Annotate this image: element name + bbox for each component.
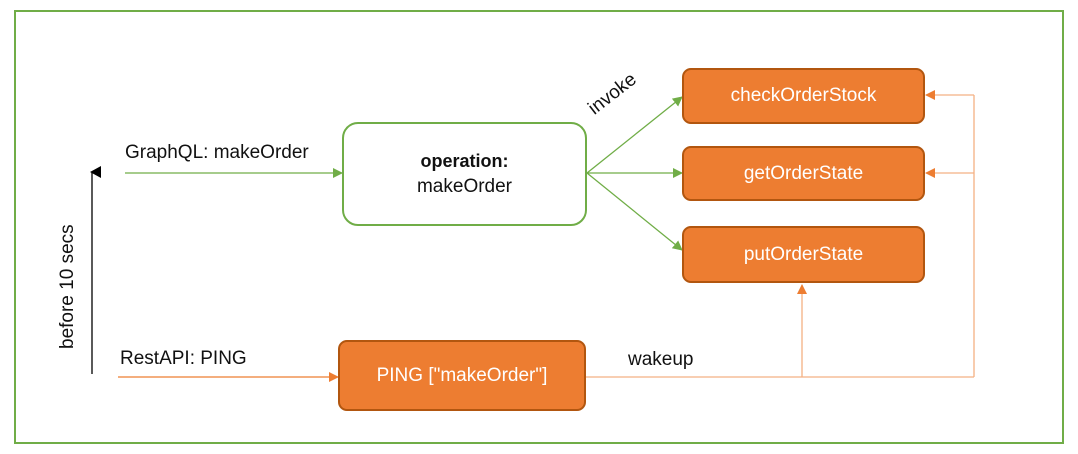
function-box-get-order-state: getOrderState xyxy=(682,146,925,201)
operation-subtitle: makeOrder xyxy=(416,175,513,197)
time-axis-label: before 10 secs xyxy=(57,224,78,349)
operation-box: operation: makeOrder xyxy=(342,122,587,226)
function-label: putOrderState xyxy=(743,243,864,265)
invoke-arrow-put xyxy=(586,172,683,251)
function-label: checkOrderStock xyxy=(730,85,877,106)
ping-label: PING ["makeOrder"] xyxy=(376,364,548,386)
invoke-arrow-check xyxy=(586,96,683,174)
function-label: getOrderState xyxy=(743,162,864,184)
operation-title: operation: xyxy=(420,150,509,171)
wakeup-label: wakeup xyxy=(628,349,694,370)
restapi-label: RestAPI: PING xyxy=(120,348,247,369)
diagram-frame xyxy=(14,10,1064,444)
graphql-label: GraphQL: makeOrder xyxy=(125,142,309,163)
function-box-check-order-stock: checkOrderStock xyxy=(682,68,925,124)
ping-box: PING ["makeOrder"] xyxy=(338,340,586,411)
function-box-put-order-state: putOrderState xyxy=(682,226,925,283)
